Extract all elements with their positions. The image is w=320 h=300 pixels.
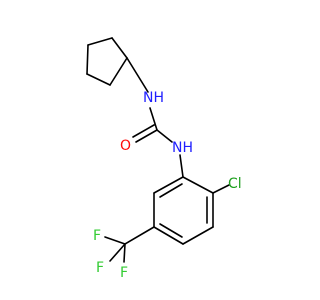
bond	[104, 236, 126, 245]
h-atom: H	[153, 90, 164, 106]
bond	[182, 176, 214, 194]
h-atom: H	[182, 140, 193, 156]
f-label-bottom-left: F	[96, 260, 104, 276]
bond	[159, 183, 183, 198]
bond	[153, 176, 184, 194]
o-label: O	[120, 138, 131, 154]
bond	[109, 243, 126, 262]
bond	[179, 154, 184, 178]
bond	[159, 223, 183, 238]
bond	[153, 226, 184, 245]
bond	[124, 226, 155, 245]
bond	[86, 44, 89, 75]
bond	[156, 129, 173, 143]
cyclopentyl-ring	[86, 37, 128, 86]
bond	[212, 184, 230, 194]
carbonyl-double-bond	[132, 124, 158, 143]
nh-label-lower: NH	[172, 140, 193, 156]
f-label-left: F	[93, 228, 101, 244]
bond	[132, 124, 155, 138]
cl-label: Cl	[228, 176, 242, 192]
bond	[149, 107, 158, 131]
n-atom: N	[172, 140, 182, 156]
bond	[109, 57, 128, 86]
benzene-ring	[153, 176, 214, 245]
bond	[87, 37, 113, 46]
bond	[86, 73, 111, 86]
bond	[123, 243, 126, 263]
molecule-structure-diagram: NH NH O Cl F F F	[86, 37, 242, 281]
bond	[111, 37, 128, 59]
f-label-bottom: F	[120, 265, 128, 281]
bond	[182, 226, 214, 245]
bond	[135, 129, 158, 143]
nh-label-top: NH	[143, 90, 164, 106]
bond	[126, 57, 149, 93]
n-atom: N	[143, 90, 153, 106]
